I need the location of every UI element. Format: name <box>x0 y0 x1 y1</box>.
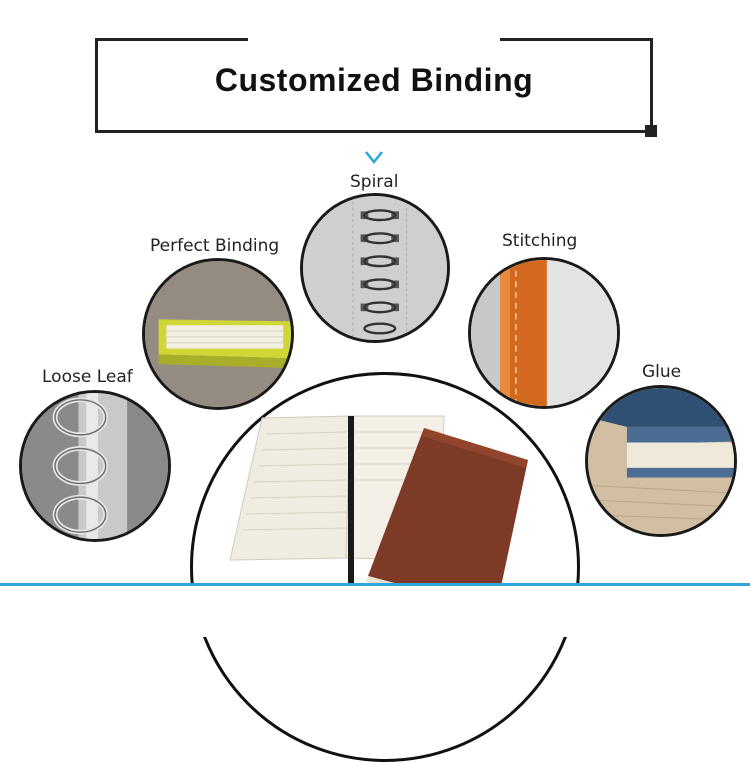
spiral-binding-image <box>300 193 450 343</box>
chevron-down-icon <box>365 151 383 164</box>
accent-line <box>0 583 750 586</box>
loose-leaf-binding-image <box>19 390 171 542</box>
title-frame-top-right <box>500 38 653 41</box>
title-frame-right <box>650 38 653 133</box>
label-stitching: Stitching <box>502 231 578 251</box>
title-frame-bottom <box>95 130 653 133</box>
glue-binding-image <box>585 385 737 537</box>
title-frame-corner <box>645 125 657 137</box>
title-frame-left <box>95 38 98 133</box>
label-perfect-binding: Perfect Binding <box>150 236 280 256</box>
stitching-binding-image <box>468 257 620 409</box>
bottom-area <box>0 586 750 637</box>
label-glue: Glue <box>642 362 682 382</box>
label-loose-leaf: Loose Leaf <box>42 367 133 387</box>
title-frame-top-left <box>95 38 248 41</box>
notebook-image <box>229 415 528 610</box>
label-spiral: Spiral <box>350 172 399 192</box>
page-title: Customized Binding <box>214 62 534 98</box>
perfect-binding-image <box>142 258 294 410</box>
